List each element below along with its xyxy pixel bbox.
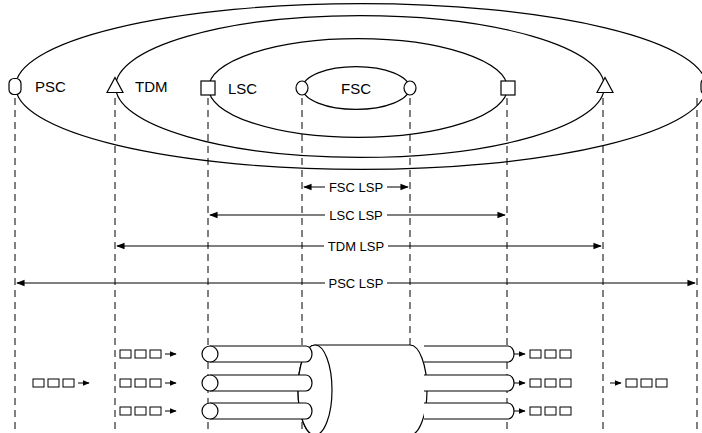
use-shape [120, 407, 176, 415]
use-shape [33, 379, 89, 387]
path-shape [424, 375, 514, 391]
layer-endpoint [107, 78, 123, 93]
layer-endpoint [597, 78, 613, 93]
layer-endpoint [201, 81, 215, 95]
layer-endpoint [501, 81, 515, 95]
layer-ellipse: TDM LSC FSC [115, 15, 605, 158]
layer-name: TDM [135, 78, 168, 95]
lsp-label: LSC LSP [325, 208, 386, 223]
packet-stream [33, 350, 667, 415]
lsp-label: FSC LSP [325, 180, 387, 195]
lsp-arrow [17, 187, 695, 283]
line-shape [15, 98, 16, 433]
use-shape [120, 379, 176, 387]
use-shape [610, 379, 667, 387]
layer-name: PSC [35, 78, 66, 95]
layer-endpoint [701, 79, 702, 95]
ellipse-line [209, 39, 508, 138]
layer-endpoint [9, 79, 21, 95]
layer-name: FSC [341, 80, 371, 97]
path-shape [298, 345, 427, 433]
tube [202, 346, 514, 419]
path-shape [210, 403, 312, 419]
ellipse-line [16, 4, 702, 170]
layer-endpoint [404, 81, 416, 95]
lsp-label: PSC LSP [325, 276, 388, 291]
use-shape [514, 407, 571, 415]
line-shape [697, 98, 698, 433]
ellipse-line [116, 16, 605, 158]
path-shape [424, 346, 514, 362]
cylinder [298, 345, 427, 433]
use-shape [120, 350, 176, 358]
layer-ellipse: FSC [302, 66, 410, 110]
layer-name: LSC [228, 80, 257, 97]
line-shape [603, 98, 604, 433]
layer-endpoint [296, 81, 308, 95]
layer-ellipse: PSC TDM LSC FSC [15, 3, 702, 170]
line-shape [115, 98, 116, 433]
use-shape [514, 379, 571, 387]
ellipse-shape [202, 403, 218, 419]
ellipse-line [303, 67, 410, 110]
layer-ellipse: LSC FSC [208, 38, 508, 138]
use-shape [514, 350, 571, 358]
path-shape [210, 375, 312, 391]
path-shape [210, 346, 312, 362]
lsp-label: TDM LSP [324, 239, 388, 254]
ellipse-shape [202, 375, 218, 391]
path-shape [424, 403, 514, 419]
ellipse-shape [202, 346, 218, 362]
